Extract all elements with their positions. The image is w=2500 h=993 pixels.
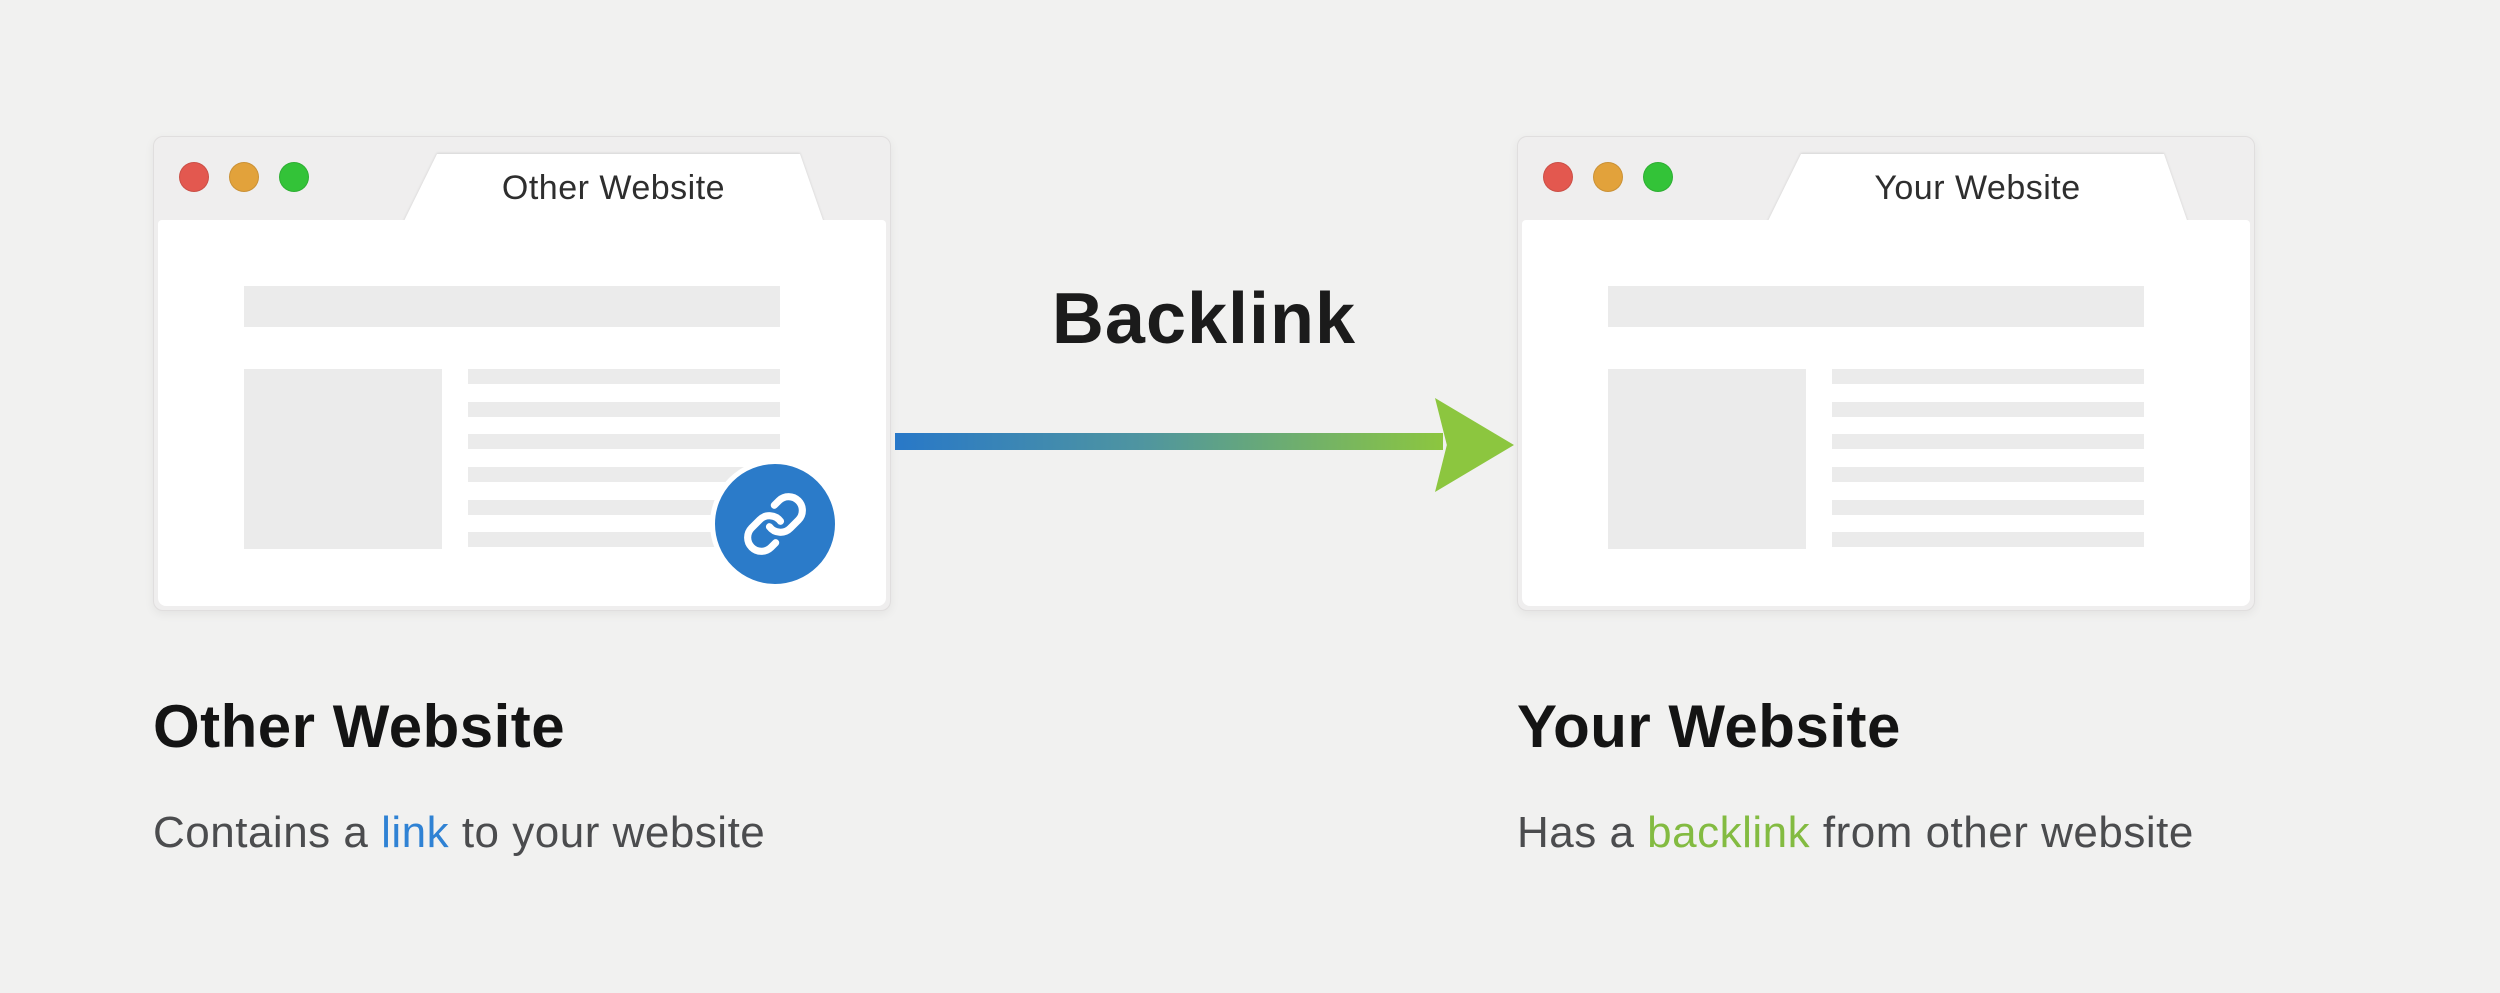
image-placeholder xyxy=(244,369,442,549)
tab-title: Your Website xyxy=(1874,169,2081,207)
text-line-placeholder xyxy=(1832,401,2144,417)
caption-text-post: to your website xyxy=(449,808,766,857)
caption-title: Your Website xyxy=(1517,693,1901,760)
minimize-button-icon xyxy=(1593,162,1623,192)
image-placeholder xyxy=(1608,369,1806,549)
text-line-placeholder xyxy=(1832,467,2144,483)
text-line-placeholder xyxy=(468,467,780,483)
text-line-placeholder xyxy=(468,434,780,450)
heading-placeholder xyxy=(244,286,780,327)
link-badge xyxy=(710,459,840,589)
link-icon xyxy=(744,493,806,555)
caption-text-pre: Contains a xyxy=(153,808,382,857)
close-button-icon xyxy=(1543,162,1573,192)
page-content-placeholder xyxy=(158,220,886,606)
titlebar: Other Website xyxy=(154,137,890,220)
text-line-placeholder xyxy=(1832,369,2144,384)
text-lines-placeholder xyxy=(1832,369,2144,548)
maximize-button-icon xyxy=(279,162,309,192)
tab-title: Other Website xyxy=(501,169,726,207)
text-line-placeholder xyxy=(468,401,780,417)
traffic-lights xyxy=(1543,162,1673,192)
browser-window-other-website: Other Website xyxy=(153,136,891,611)
caption-text: Contains a link to your website xyxy=(153,808,1153,858)
browser-tab: Your Website xyxy=(1767,154,2188,223)
browser-tab: Other Website xyxy=(403,154,824,223)
close-button-icon xyxy=(179,162,209,192)
caption-text-pre: Has a xyxy=(1517,808,1648,857)
page-content-placeholder xyxy=(1522,220,2250,606)
text-line-placeholder xyxy=(468,369,780,384)
caption-text-post: from other website xyxy=(1810,808,2194,857)
text-line-placeholder xyxy=(1832,434,2144,450)
minimize-button-icon xyxy=(229,162,259,192)
traffic-lights xyxy=(179,162,309,192)
backlink-arrow-head xyxy=(1435,398,1514,492)
maximize-button-icon xyxy=(1643,162,1673,192)
backlink-highlight: backlink xyxy=(1647,808,1811,857)
caption-other-website: Other Website Contains a link to your we… xyxy=(153,692,1153,858)
text-line-placeholder xyxy=(1832,532,2144,548)
heading-placeholder xyxy=(1608,286,2144,327)
link-highlight: link xyxy=(381,808,450,857)
caption-title: Other Website xyxy=(153,693,566,760)
text-line-placeholder xyxy=(1832,499,2144,515)
titlebar: Your Website xyxy=(1518,137,2254,220)
backlink-arrow-shaft xyxy=(895,433,1443,450)
caption-your-website: Your Website Has a backlink from other w… xyxy=(1517,692,2500,858)
text-lines-placeholder xyxy=(468,369,780,548)
backlink-arrow-label: Backlink xyxy=(1051,279,1357,359)
text-line-placeholder xyxy=(468,499,780,515)
caption-text: Has a backlink from other website xyxy=(1517,808,2500,858)
text-line-placeholder xyxy=(468,532,780,548)
browser-window-your-website: Your Website xyxy=(1517,136,2255,611)
